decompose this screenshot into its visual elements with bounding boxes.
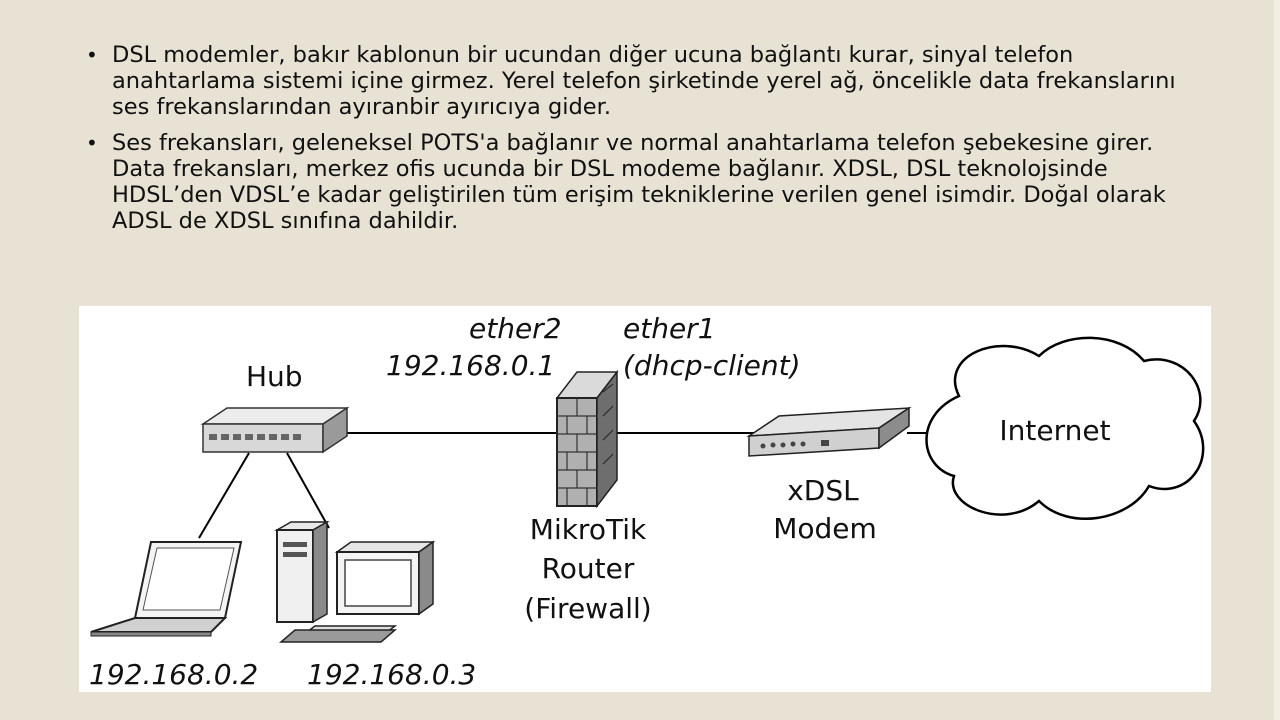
modem-label-1: xDSL (787, 474, 859, 507)
internet-label: Internet (999, 414, 1110, 447)
bullet-text: DSL modemler, bakır kablonun bir ucundan… (112, 42, 1176, 120)
ether1-label: ether1 (623, 312, 716, 345)
network-diagram: Hub (79, 306, 1211, 692)
desktop-ip: 192.168.0.3 (307, 658, 476, 691)
router-label-3: (Firewall) (524, 592, 651, 625)
firewall-router-icon (555, 369, 619, 509)
hub-laptop-link (198, 452, 250, 539)
laptop-ip: 192.168.0.2 (89, 658, 258, 691)
bullet-dot-icon: • (86, 131, 98, 155)
slide-edge (1274, 0, 1280, 720)
bullet-item: • Ses frekansları, geleneksel POTS'a bağ… (84, 130, 1194, 234)
ether2-label: ether2 (469, 312, 562, 345)
bullet-dot-icon: • (86, 43, 98, 67)
ether2-ip: 192.168.0.1 (386, 349, 555, 382)
xdsl-modem-icon (746, 406, 912, 457)
modem-label-2: Modem (773, 512, 877, 545)
bullet-item: • DSL modemler, bakır kablonun bir ucund… (84, 42, 1194, 120)
router-label-2: Router (542, 552, 635, 585)
bullet-list: • DSL modemler, bakır kablonun bir ucund… (84, 42, 1194, 244)
internet-cloud-icon (925, 336, 1205, 521)
hub-desktop-link (286, 452, 330, 529)
hub-icon (200, 406, 350, 454)
laptop-icon (90, 541, 243, 637)
monitor-icon (278, 540, 436, 643)
desktop-tower-icon (274, 520, 330, 624)
ether1-note: (dhcp-client) (623, 349, 801, 382)
bullet-text: Ses frekansları, geleneksel POTS'a bağla… (112, 130, 1166, 234)
hub-label: Hub (246, 360, 303, 393)
router-label-1: MikroTik (530, 513, 647, 546)
